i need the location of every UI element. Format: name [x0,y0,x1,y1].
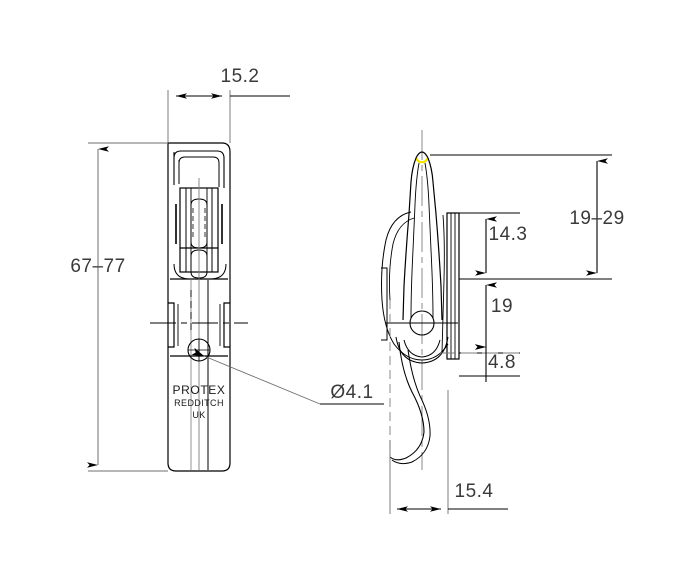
front-roller-lower [190,249,208,279]
side-lever-left-edge [402,157,417,321]
dimension-width-top: 15.2 [167,66,290,143]
side-lever-tip [415,151,429,159]
dimension-base-offset: 4.8 [440,344,520,382]
side-shell-inner [388,217,415,301]
side-lever-right-edge [427,157,443,321]
dim-label-154: 15.4 [455,481,494,502]
side-hook-outer [389,341,425,461]
dimension-hole-diameter: Ø4.1 [191,347,384,405]
side-left-tab [381,267,388,341]
dimension-depth-bottom: 15.4 [389,390,508,514]
dim-label-6777: 67–77 [70,256,125,277]
front-inner-rim [173,150,225,188]
front-inner-rim-2 [178,156,220,187]
front-wing-right [223,302,230,348]
brand-text: PROTEX [173,383,226,397]
dim-label-48: 4.8 [488,352,516,373]
dim-label-143: 14.3 [489,224,528,245]
tip-highlight [415,157,429,164]
leader-line-d41 [191,347,321,405]
dimension-grip-range: 19–29 [430,154,624,280]
side-shell-outline [381,211,449,361]
side-bracket-curve [441,214,445,353]
side-cam-arc-inner [403,339,441,358]
front-view: PROTEX REDDITCH UK [150,142,248,472]
town-text: REDDITCH [174,398,224,408]
side-bracket-plate [446,212,460,360]
dimension-height-overall: 67–77 [70,142,168,472]
front-body-outline [167,142,231,472]
dim-label-d41: Ø4.1 [330,382,373,403]
side-handle-inner-r [424,162,434,319]
dimension-upper-offset: 14.3 [459,212,528,280]
dim-label-1929: 19–29 [569,208,624,229]
country-text: UK [192,410,205,420]
front-roller-upper [190,198,208,249]
dim-label-152: 15.2 [221,66,260,87]
dim-label-19: 19 [491,296,513,317]
side-view [381,130,460,470]
side-handle-inner-l [410,162,420,319]
front-wing-left [168,302,175,348]
side-hook-inner [391,349,431,465]
